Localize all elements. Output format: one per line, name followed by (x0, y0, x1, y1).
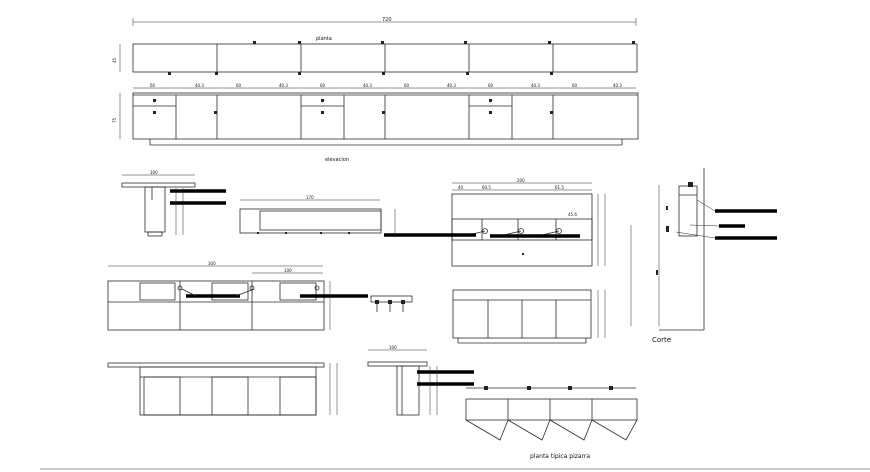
plan-view: 720 planta 45 (112, 17, 638, 75)
corte-section: Corte (630, 168, 777, 344)
plan-title: planta (316, 36, 332, 42)
long-counter-plan: 300 100 (107, 261, 413, 331)
dim-label: 40 (458, 185, 464, 190)
tap-fittings (370, 295, 413, 312)
small-section-detail: 100 (367, 345, 474, 416)
elevation-title: elevacion (325, 157, 349, 163)
elevation-height-label: 75 (112, 117, 117, 123)
dim-label: 60 (320, 83, 326, 88)
dim-label: 40.3 (363, 83, 372, 88)
dim-label: 45.6 (568, 212, 577, 217)
dim-label: 60 (572, 83, 578, 88)
dim-label: 60 (488, 83, 494, 88)
plan-depth-label: 45 (112, 57, 117, 63)
dim-label: 61.5 (555, 185, 564, 190)
dim-label: 300 (208, 261, 216, 266)
counter-elevation-bottom (107, 362, 338, 416)
sink-counter-plan: 200 40 60.5 61.5 45.6 (384, 178, 606, 267)
overall-dimension-label: 720 (382, 17, 392, 23)
dim-label: 40.3 (195, 83, 204, 88)
planta-tipica-title: planta tipica pizarra (530, 453, 590, 460)
dim-label: 60.5 (482, 185, 491, 190)
dim-label: 40.3 (279, 83, 288, 88)
elevation-view: 60 40.3 60 40.3 60 40.3 60 40.3 60 40.3 … (112, 83, 639, 163)
dim-label: 60 (236, 83, 242, 88)
dim-label: 100 (284, 268, 292, 273)
corte-title: Corte (652, 336, 671, 344)
dim-label: 40.3 (531, 83, 540, 88)
dim-label: 100 (389, 345, 397, 350)
dim-label: 40.3 (447, 83, 456, 88)
elevation-counter-outline (132, 92, 639, 140)
planta-tipica-pizarra: planta tipica pizarra (465, 386, 638, 460)
dim-label: 60 (150, 83, 156, 88)
dim-label: 200 (517, 178, 525, 183)
dim-label: 100 (150, 170, 158, 175)
dim-label: 170 (306, 195, 314, 200)
plan-strip-detail: 170 (239, 195, 396, 234)
cabinet-elevation (452, 289, 606, 344)
dim-label: 40.3 (613, 83, 622, 88)
dim-label: 60 (404, 83, 410, 88)
side-section-detail: 100 (121, 170, 226, 237)
